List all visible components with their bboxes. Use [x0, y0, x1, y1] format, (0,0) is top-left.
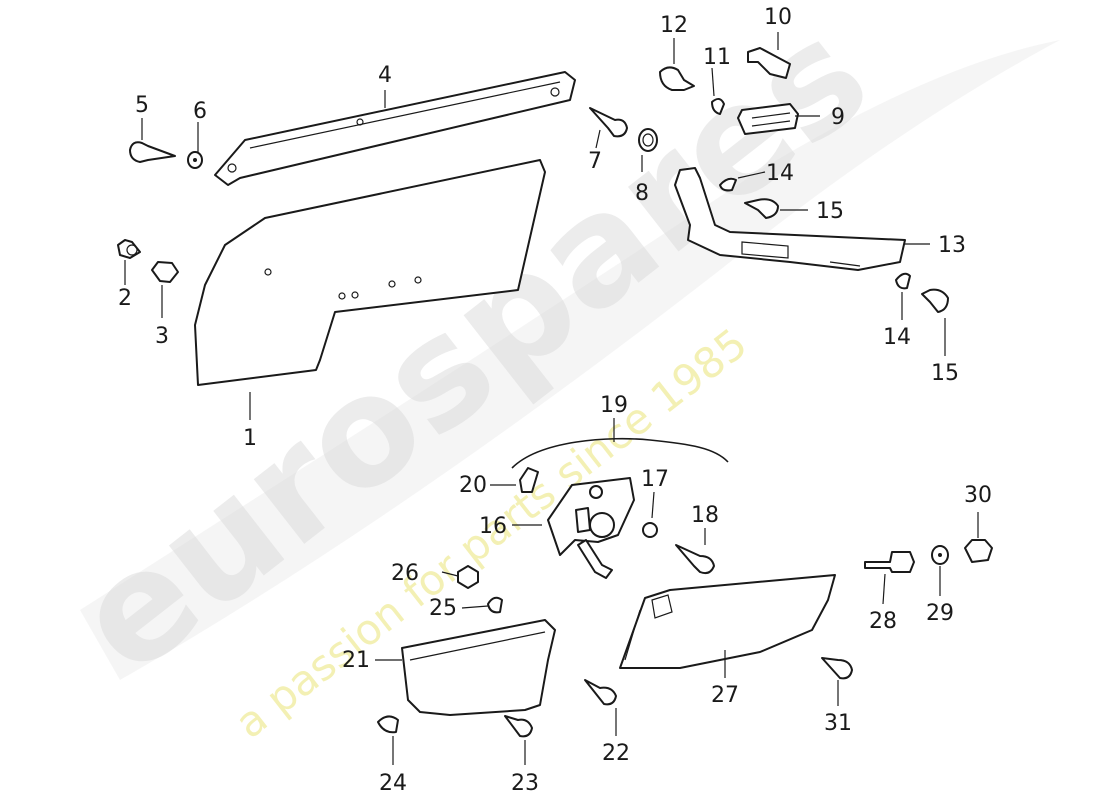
pocket-21-part — [401, 619, 556, 716]
callout-screw-5: 5 — [135, 93, 149, 118]
clip-20-part — [519, 467, 539, 493]
nut-30-part — [964, 539, 993, 563]
ring-17-part — [642, 522, 658, 538]
callout-ring-17: 17 — [641, 467, 669, 492]
callout-bolt-18: 18 — [691, 503, 719, 528]
screw-7-part — [589, 107, 628, 138]
callout-plug-12: 12 — [660, 13, 688, 38]
callout-clip-25: 25 — [429, 596, 457, 621]
screw-15b-part — [921, 288, 949, 313]
callout-grommet-8: 8 — [635, 181, 649, 206]
leader-lines — [124, 32, 979, 765]
callout-screw-15a: 15 — [816, 199, 844, 224]
callout-cable-19: 19 — [600, 393, 628, 418]
callout-pocket-21: 21 — [342, 648, 370, 673]
callout-door-panel: 1 — [243, 426, 257, 451]
screw-31-part — [821, 657, 853, 680]
grommet-8-part — [638, 128, 658, 152]
callout-panel-27: 27 — [711, 683, 739, 708]
callout-screw-7: 7 — [588, 149, 602, 174]
callout-block-9: 9 — [831, 105, 845, 130]
cable-19-part — [511, 437, 729, 469]
callout-clip-14a: 14 — [766, 161, 794, 186]
callouts: 1 2 3 4 5 6 7 8 9 10 11 12 13 14 14 15 1… — [118, 5, 992, 796]
callout-washer-29: 29 — [926, 601, 954, 626]
clip-14a-part — [719, 177, 737, 192]
screw-5-part — [129, 141, 176, 163]
bracket-16-part — [547, 477, 635, 579]
button-3-part — [151, 261, 179, 283]
stud-28-part — [864, 551, 915, 573]
callout-clip-11: 11 — [703, 45, 731, 70]
callout-button-b: 3 — [155, 324, 169, 349]
callout-nut-30: 30 — [964, 483, 992, 508]
clip-25-part — [487, 596, 503, 614]
callout-button-a: 2 — [118, 286, 132, 311]
button-2-part — [117, 239, 141, 259]
callout-screw-23: 23 — [511, 771, 539, 796]
clip-11-part — [711, 98, 725, 115]
bolt-18-part — [675, 544, 715, 575]
trim-strip-part — [214, 71, 576, 186]
armrest-13-part — [674, 167, 906, 271]
screw-24-part — [377, 715, 399, 734]
callout-armrest-13: 13 — [938, 233, 966, 258]
screw-15a-part — [744, 198, 779, 219]
callout-stud-28: 28 — [869, 609, 897, 634]
callout-screw-24: 24 — [379, 771, 407, 796]
watermark-swoosh — [80, 40, 1060, 680]
callout-screw-22: 22 — [602, 741, 630, 766]
washer-29-part — [931, 545, 949, 565]
callout-washer-6: 6 — [193, 99, 207, 124]
panel-27-part — [619, 574, 836, 669]
screw-23-part — [504, 715, 533, 738]
plug-12-part — [659, 66, 695, 91]
callout-clip-10: 10 — [764, 5, 792, 30]
clip-10-part — [747, 47, 791, 79]
clip-14b-part — [895, 272, 911, 290]
block-9-part — [737, 103, 799, 135]
door-panel-part — [194, 159, 546, 386]
nut-26-part — [457, 565, 479, 589]
callout-screw-15b: 15 — [931, 361, 959, 386]
callout-bracket-16: 16 — [479, 514, 507, 539]
callout-trim-strip: 4 — [378, 63, 392, 88]
callout-clip-20: 20 — [459, 473, 487, 498]
washer-6-part — [187, 151, 203, 169]
callout-screw-31: 31 — [824, 711, 852, 736]
screw-22-part — [584, 679, 617, 706]
callout-clip-14b: 14 — [883, 325, 911, 350]
callout-nut-26: 26 — [391, 561, 419, 586]
